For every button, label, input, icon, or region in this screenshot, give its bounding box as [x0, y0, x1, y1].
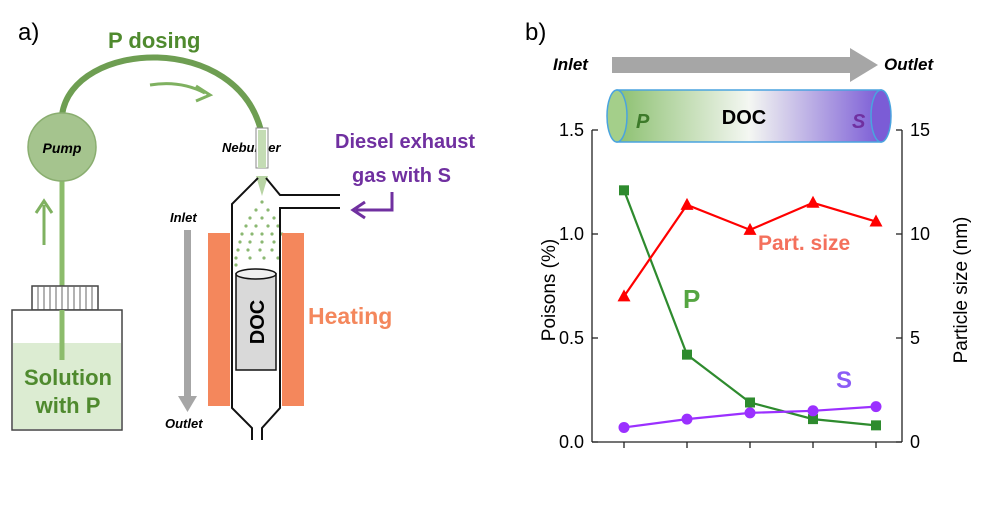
doc-body: [235, 273, 277, 371]
data-point-p: [808, 414, 818, 425]
spray-dots: [234, 200, 290, 267]
y-tick-label-right: 5: [910, 328, 920, 348]
tube-doc-label: DOC: [722, 107, 766, 129]
y-tick-label-left: 0.0: [559, 432, 584, 452]
flow-arrow-icon: [149, 82, 206, 95]
reactor-right-wall: [261, 177, 340, 440]
y-tick-label-left: 1.5: [559, 120, 584, 140]
outlet-label-b: Outlet: [884, 55, 934, 74]
heating-label: Heating: [308, 303, 392, 329]
outlet-label-a: Outlet: [165, 416, 203, 431]
data-point-s: [618, 421, 630, 433]
y-axis-label-right: Particle size (nm): [951, 217, 972, 364]
flow-bar: [612, 57, 852, 73]
pump-label: Pump: [43, 140, 82, 156]
chart-series: [617, 185, 883, 433]
solution-liquid: [13, 343, 121, 429]
y-ticks-left: 0.0 0.5 1.0 1.5: [559, 120, 598, 452]
cap-ridges: [37, 286, 93, 310]
flow-shaft: [184, 230, 191, 398]
data-point-s: [681, 413, 693, 425]
doc-label: DOC: [247, 300, 269, 344]
series-label-s: S: [836, 367, 852, 394]
tube-end-left: [606, 89, 628, 143]
exhaust-arrow-icon: [356, 192, 394, 212]
exhaust-line1: Diesel exhaust: [335, 131, 475, 153]
heater-right: [282, 233, 304, 406]
series-label-part: Part. size: [758, 232, 850, 255]
y-tick-label-left: 0.5: [559, 328, 584, 348]
data-point-part-size: [869, 214, 883, 227]
data-point-s: [807, 405, 819, 417]
heater-left: [208, 233, 230, 406]
data-point-s: [744, 407, 756, 419]
y-tick-label-right: 10: [910, 224, 930, 244]
tube-p-label: P: [636, 111, 650, 133]
data-point-p: [871, 420, 881, 431]
flow-arrow-head-icon: [195, 84, 214, 103]
tube-end-right: [870, 89, 892, 143]
up-arrow-head-icon: [34, 198, 54, 214]
down-arrow-icon: [178, 396, 197, 412]
inlet-label-a: Inlet: [170, 210, 197, 225]
pump-circle: [27, 112, 97, 182]
data-point-part-size: [680, 197, 694, 210]
exhaust-line2: gas with S: [352, 165, 451, 187]
data-point-part-size: [743, 222, 757, 235]
series-label-p: P: [683, 284, 700, 314]
y-ticks-right: 0 5 10 15: [896, 120, 930, 452]
panel-b-label: b): [525, 19, 546, 46]
data-point-p: [745, 397, 755, 408]
solution-line1: Solution: [24, 365, 112, 390]
solution-line2: with P: [35, 393, 101, 418]
x-ticks: [623, 442, 877, 448]
y-axis-label-left: Poisons (%): [539, 239, 560, 341]
y-tick-label-left: 1.0: [559, 224, 584, 244]
right-arrow-icon: [850, 48, 878, 82]
reactor-left-wall: [231, 177, 259, 440]
y-tick-label-right: 15: [910, 120, 930, 140]
y-tick-label-right: 0: [910, 432, 920, 452]
doc-top: [235, 268, 277, 280]
data-point-s: [870, 401, 882, 413]
data-point-part-size: [806, 195, 820, 208]
exhaust-arrow-head-icon: [350, 200, 366, 220]
nebulizer-tip: [256, 176, 268, 196]
data-point-p: [682, 349, 692, 360]
panel-b: b) Inlet Outlet P DOC S 0.0 0.5 1.0 1.5 0 5 1…: [525, 19, 972, 452]
data-point-part-size: [617, 289, 631, 302]
nebulizer-label: Nebulizer: [222, 140, 281, 155]
bottle-cap: [31, 285, 99, 311]
dosing-tube: [59, 54, 265, 136]
nebulizer-fill: [258, 130, 266, 168]
data-point-p: [619, 185, 629, 196]
inlet-label-b: Inlet: [553, 55, 589, 74]
panel-a: a) P dosing Pump Solution with P Nebuliz…: [11, 19, 475, 440]
p-dosing-label: P dosing: [108, 28, 201, 53]
panel-a-label: a): [18, 19, 39, 46]
tube-s-label: S: [852, 111, 866, 133]
